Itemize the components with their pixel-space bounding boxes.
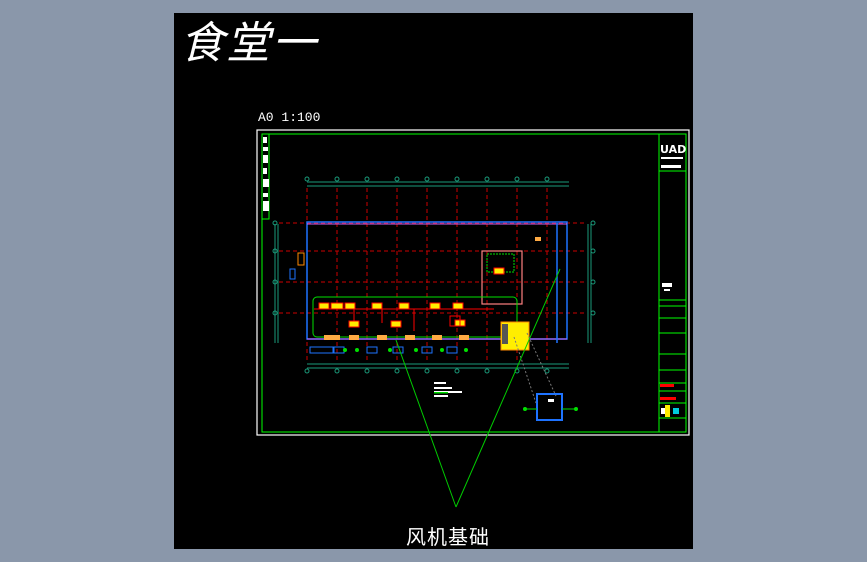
left-equipment [297, 252, 305, 266]
sheet-inner-frame [261, 133, 687, 433]
building-wall [306, 221, 568, 340]
fan-foundation-detail [536, 393, 563, 421]
fan-symbols [343, 348, 468, 352]
kitchen-equipment [318, 302, 466, 328]
left-strip-text [263, 137, 269, 211]
axis-lines [274, 181, 592, 369]
wall-fans [324, 335, 469, 340]
axis-bubbles [272, 176, 596, 374]
drawing-title: 食堂一 [180, 18, 318, 69]
ventilation-duct [312, 296, 518, 338]
hood-unit [449, 315, 461, 327]
exhaust-branches [314, 308, 494, 331]
fan-pads [309, 346, 458, 354]
cad-drawing-canvas[interactable]: 食堂一 A0 1:100 UAD [174, 13, 693, 549]
sheet-outer-border [256, 129, 690, 436]
fan-foundation-callout: 风机基础 [406, 525, 490, 549]
callout-leader-lines [395, 268, 561, 508]
structural-grid [279, 188, 587, 363]
title-block [658, 133, 687, 433]
detail-leaders [513, 332, 557, 404]
left-revision-strip [261, 133, 270, 220]
general-notes [434, 382, 462, 397]
kitchen-partition [481, 250, 523, 305]
sheet-scale-label: A0 1:100 [258, 110, 321, 125]
floor-plan-drawing: UAD [256, 129, 690, 508]
firm-logo: UAD [660, 143, 686, 156]
title-block-rows [659, 299, 686, 419]
